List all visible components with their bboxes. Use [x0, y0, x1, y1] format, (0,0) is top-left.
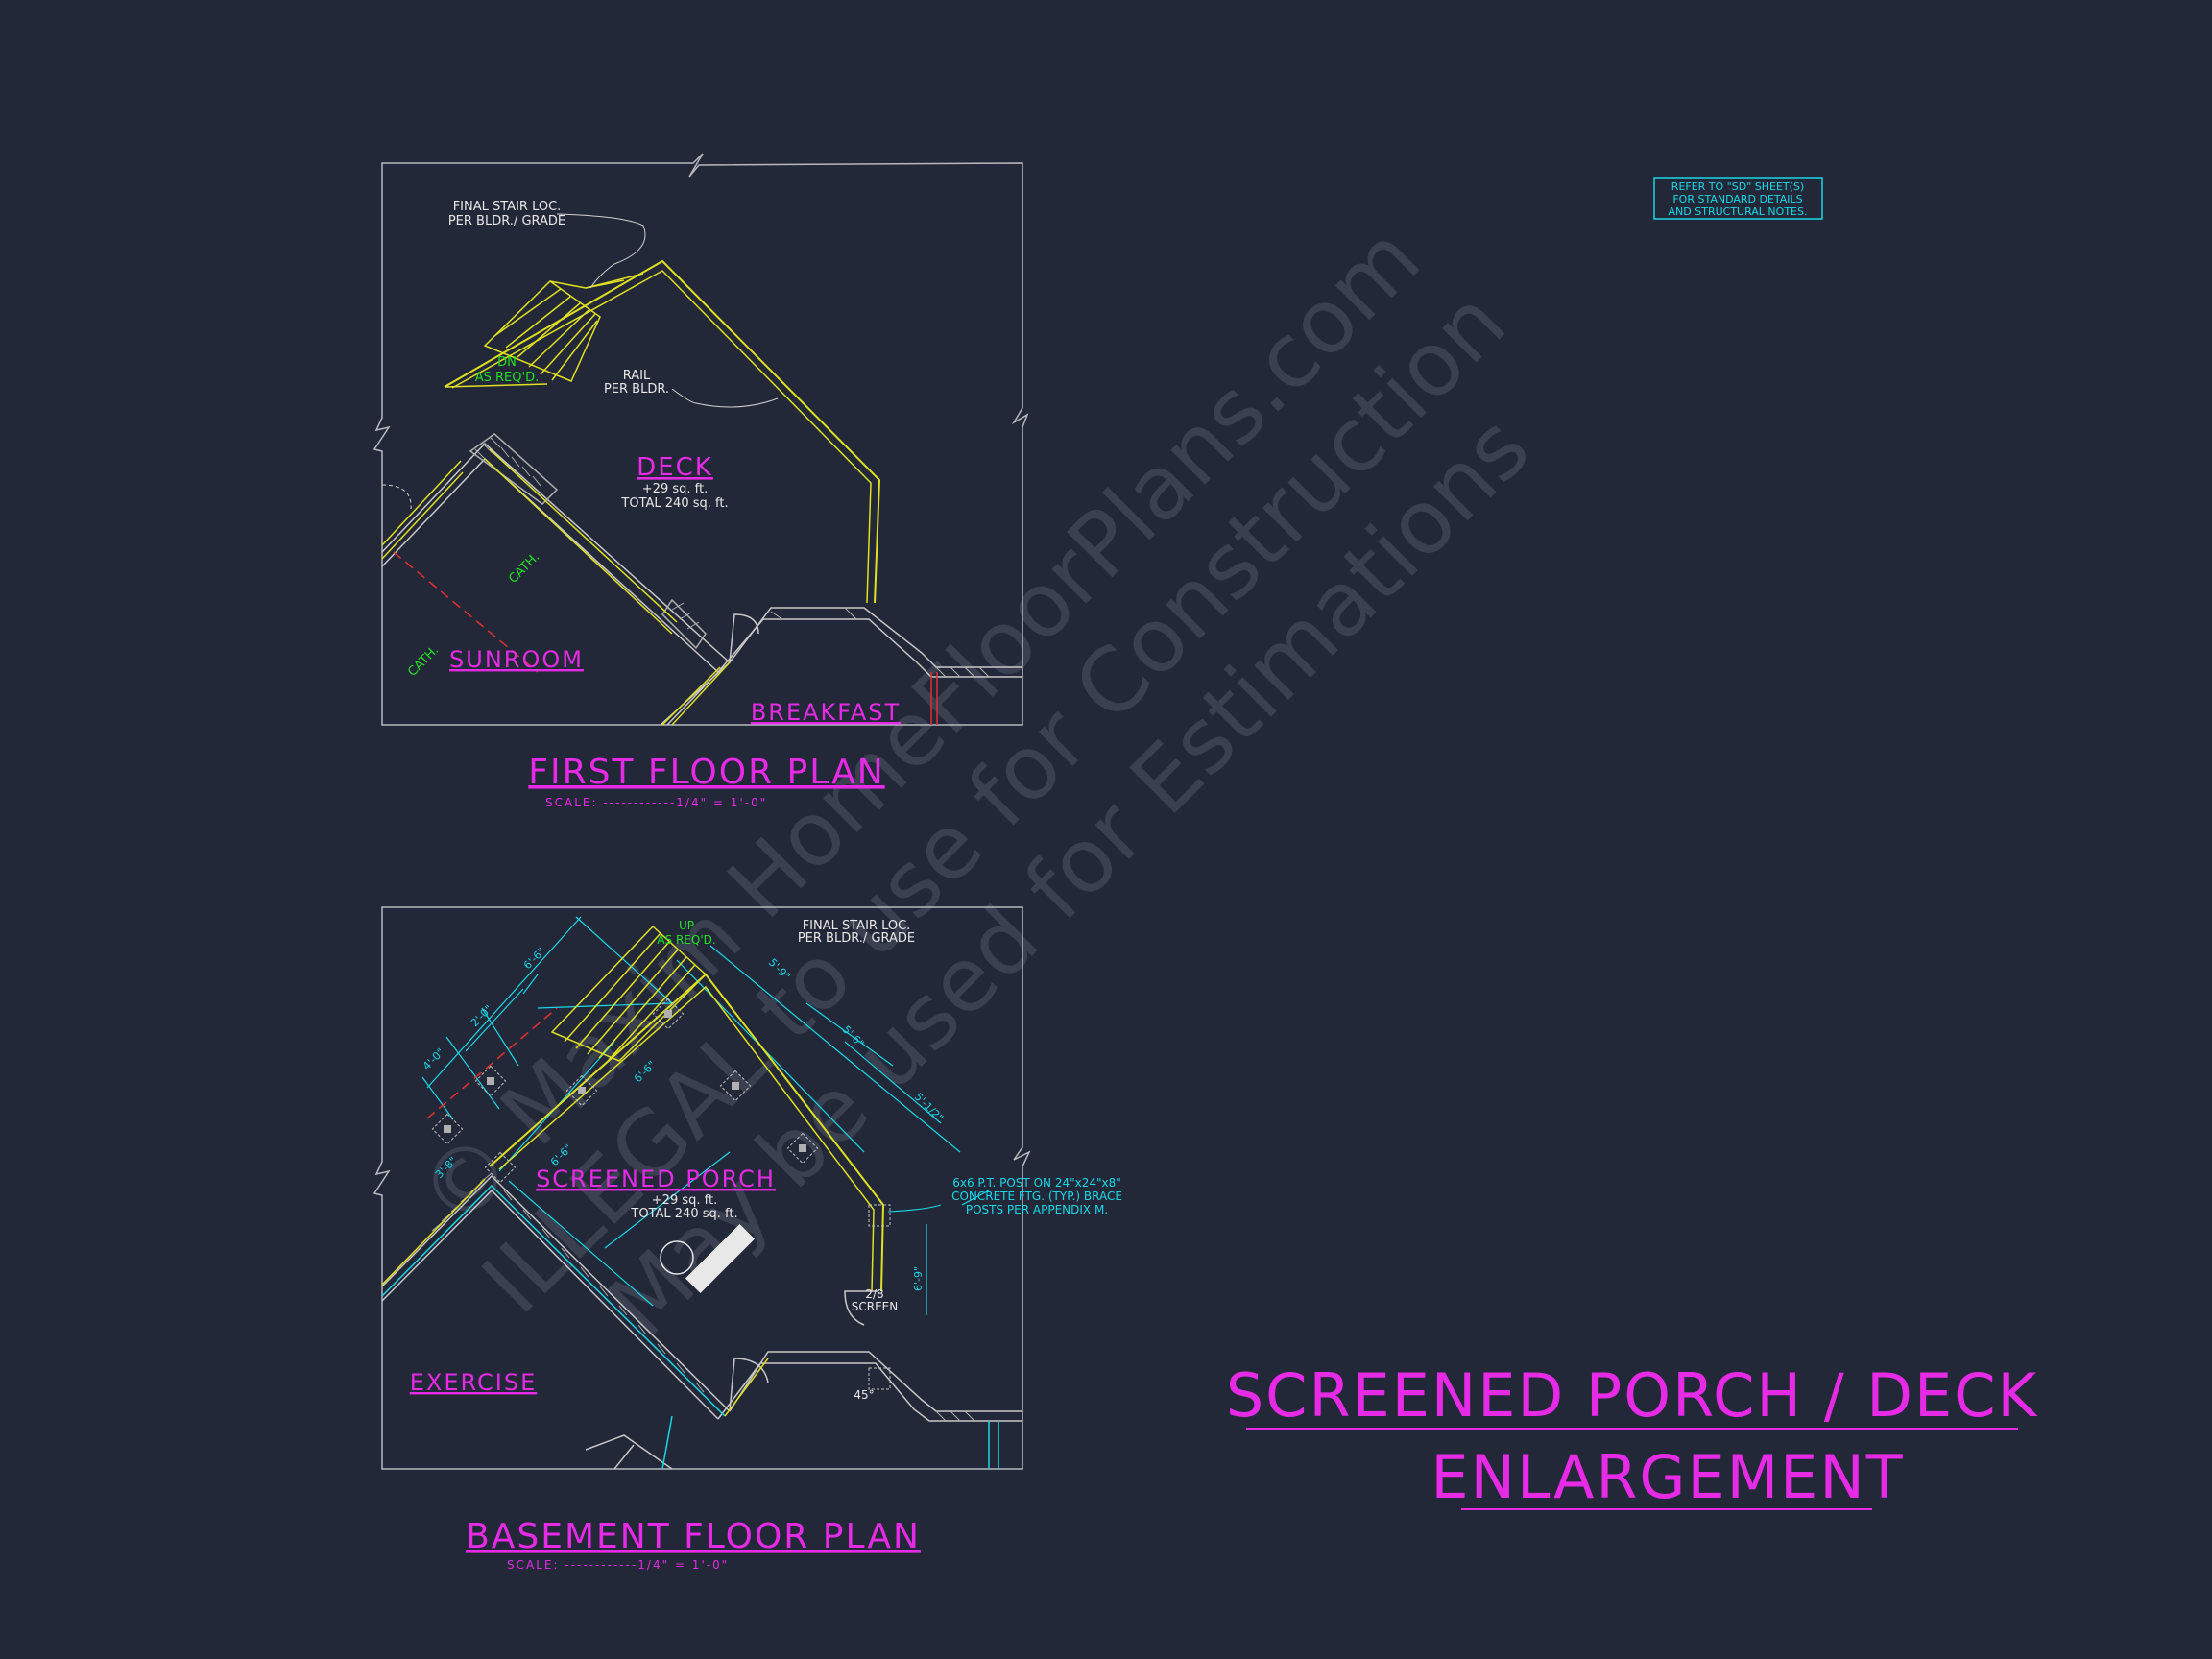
cath-label-2: CATH.: [405, 643, 442, 680]
dim-9: 6'-9": [912, 1266, 925, 1291]
porch-total: TOTAL 240 sq. ft.: [630, 1207, 737, 1221]
first-floor-stair: [483, 273, 644, 382]
up-label: UP: [679, 919, 694, 932]
deck-edge: [444, 383, 548, 388]
first-floor-plan: FINAL STAIR LOC. PER BLDR./ GRADE DN AS …: [373, 153, 1029, 809]
as-reqd-label: AS REQ'D.: [475, 371, 539, 385]
post-note-line-2: CONCRETE FTG. (TYP.) BRACE: [951, 1190, 1122, 1203]
basement-as-reqd: AS REQ'D.: [657, 933, 715, 947]
deck-total: TOTAL 240 sq. ft.: [620, 496, 728, 511]
door-swing: [381, 484, 412, 510]
basement-stair-note-2: PER BLDR./ GRADE: [798, 931, 915, 946]
sunroom-walls: [381, 448, 731, 726]
first-floor-title: FIRST FLOOR PLAN: [528, 753, 884, 792]
basement-yellow-walls: [381, 1178, 769, 1417]
screen-door-size: 2/8: [865, 1287, 883, 1301]
basement-frame: [373, 906, 1031, 1470]
first-floor-scale: SCALE: ------------1/4" = 1'-0": [545, 796, 767, 809]
cath-label-1: CATH.: [506, 550, 542, 587]
note-line-3: AND STRUCTURAL NOTES.: [1669, 205, 1808, 218]
sunroom-label: SUNROOM: [449, 646, 584, 673]
basement-red-dashed: [426, 1007, 558, 1119]
dn-label: DN: [497, 355, 517, 370]
sheet-title-line-1: SCREENED PORCH / DECK: [1226, 1360, 2038, 1431]
basement-title: BASEMENT FLOOR PLAN: [466, 1517, 921, 1556]
note-line-2: FOR STANDARD DETAILS: [1672, 193, 1802, 205]
post-note-leader: [887, 1204, 942, 1213]
sheet-title-line-2: ENLARGEMENT: [1431, 1442, 1904, 1512]
rail-note-line-1: RAIL: [623, 369, 651, 383]
deck-area: +29 sq. ft.: [642, 482, 708, 496]
porch-outline-inner: [498, 985, 875, 1292]
basement-cyan-walls: [381, 1184, 999, 1470]
breakfast-label: BREAKFAST: [751, 699, 901, 726]
first-floor-hatch: [474, 437, 990, 678]
standard-details-note: REFER TO "SD" SHEET(S) FOR STANDARD DETA…: [1653, 177, 1823, 220]
stair-note-line-1: FINAL STAIR LOC.: [453, 200, 562, 214]
basement-stair: [550, 925, 708, 1062]
porch-area: +29 sq. ft.: [652, 1193, 717, 1208]
basement-scale: SCALE: ------------1/4" = 1'-0": [507, 1558, 729, 1572]
first-floor-frame: [373, 153, 1029, 726]
exercise-label: EXERCISE: [410, 1369, 537, 1396]
stair-note-leader: [556, 213, 646, 289]
basement-stair-note-1: FINAL STAIR LOC.: [803, 919, 911, 933]
first-floor-red-dashed: [393, 551, 539, 673]
dim-3: 4'-0": [421, 1046, 447, 1073]
post-note-line-1: 6x6 P.T. POST ON 24"x24"x8": [952, 1176, 1121, 1190]
bench: [685, 1223, 756, 1294]
dim-7: 5'-1/2": [912, 1091, 946, 1124]
deck-label: DECK: [637, 453, 713, 482]
rail-note-line-2: PER BLDR.: [604, 382, 669, 397]
post-fills: [444, 1010, 806, 1152]
sheet-title: SCREENED PORCH / DECK ENLARGEMENT: [1226, 1360, 2038, 1512]
angle-label: 45°: [854, 1388, 874, 1402]
screen-door-label: SCREEN: [852, 1300, 898, 1313]
fire-pit: [660, 1240, 694, 1275]
rail-note-leader: [671, 388, 779, 408]
post-note-line-3: POSTS PER APPENDIX M.: [966, 1203, 1108, 1216]
note-line-1: REFER TO "SD" SHEET(S): [1671, 180, 1804, 193]
deck-outline-inner: [451, 270, 872, 604]
stair-note-line-2: PER BLDR./ GRADE: [448, 214, 565, 228]
basement-floor-plan: UP AS REQ'D. FINAL STAIR LOC. PER BLDR./…: [373, 906, 1122, 1572]
deck-outline: [444, 259, 881, 604]
porch-outline: [489, 973, 885, 1292]
screened-porch-label: SCREENED PORCH: [536, 1166, 776, 1192]
